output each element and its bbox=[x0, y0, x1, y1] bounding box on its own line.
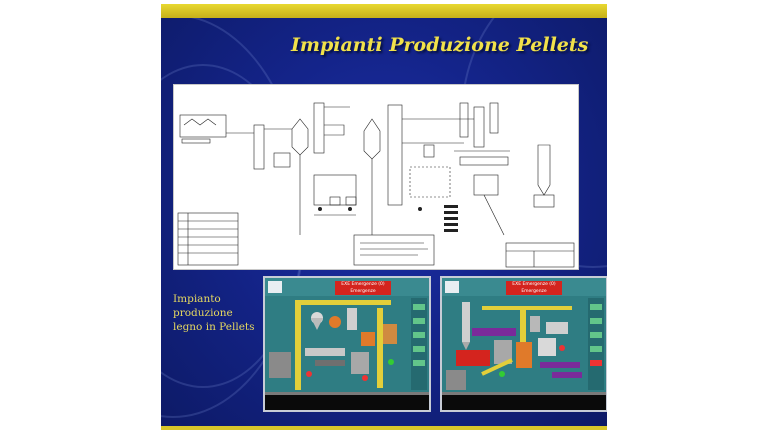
hmi-silo bbox=[462, 302, 470, 342]
hmi-cooler bbox=[538, 338, 556, 356]
hmi-nav-button bbox=[413, 304, 425, 310]
hmi-nav-button bbox=[590, 360, 602, 366]
alarm-banner-line: EXE Emergenze (0) bbox=[512, 282, 556, 287]
schematic-elevator bbox=[253, 124, 265, 170]
hmi-screenshot-right: EXE Emergenze (0) Emergenze bbox=[440, 276, 607, 412]
hmi-dryer bbox=[305, 348, 345, 356]
hmi-nav-button bbox=[413, 360, 425, 366]
hmi-mill bbox=[361, 332, 375, 346]
hmi-status-bar bbox=[442, 392, 606, 410]
hmi-tank bbox=[530, 316, 540, 332]
slide-bottom-bar bbox=[161, 426, 607, 430]
alarm-banner: EXE Emergenze (0) Emergenze bbox=[335, 281, 391, 295]
alarm-banner-line: EXE Emergenze (0) bbox=[341, 282, 385, 287]
hmi-logo bbox=[445, 281, 459, 293]
hmi-mill bbox=[516, 342, 532, 368]
hmi-truck bbox=[546, 322, 568, 334]
hmi-nav-button bbox=[413, 332, 425, 338]
hmi-purple-line bbox=[540, 362, 580, 368]
presentation-slide: Impianti Produzione Pellets bbox=[161, 4, 607, 430]
caption-line: legno in Pellets bbox=[173, 321, 255, 333]
slide-caption: Impianto produzione legno in Pellets bbox=[173, 292, 263, 334]
hmi-motor bbox=[329, 316, 341, 328]
hmi-nav-button bbox=[590, 332, 602, 338]
hmi-conveyor bbox=[520, 310, 526, 350]
hmi-right-process-graphic bbox=[442, 278, 606, 410]
hmi-press bbox=[383, 324, 397, 344]
schematic-notes-box bbox=[353, 234, 435, 266]
schematic-unit bbox=[179, 114, 227, 138]
hmi-screenshot-left: EXE Emergenze (0) Emergenze bbox=[263, 276, 431, 412]
caption-line: produzione bbox=[173, 307, 233, 319]
hmi-conveyor bbox=[295, 300, 301, 390]
schematic-legend bbox=[177, 212, 239, 266]
hmi-press bbox=[494, 340, 512, 364]
hmi-conveyor bbox=[301, 300, 391, 305]
hmi-bin bbox=[269, 352, 291, 378]
hmi-left-process-graphic bbox=[265, 278, 429, 410]
alarm-banner: EXE Emergenze (0) Emergenze bbox=[506, 281, 562, 295]
schematic-tag bbox=[181, 138, 211, 144]
hmi-nav-button bbox=[413, 318, 425, 324]
hmi-conveyor bbox=[377, 308, 383, 388]
alarm-banner-line: Emergenze bbox=[521, 289, 547, 294]
slide-top-bar bbox=[161, 4, 607, 18]
hmi-logo bbox=[268, 281, 282, 293]
hmi-tank bbox=[347, 308, 357, 330]
plant-schematic-diagram bbox=[173, 84, 579, 270]
hmi-alarm-block bbox=[456, 350, 490, 366]
hmi-bin bbox=[446, 370, 466, 390]
hmi-nav-button bbox=[590, 346, 602, 352]
hmi-purple-line bbox=[552, 372, 582, 378]
hmi-nav-button bbox=[590, 318, 602, 324]
hmi-nav-button bbox=[590, 304, 602, 310]
alarm-banner-line: Emergenze bbox=[350, 289, 376, 294]
hmi-side-panel bbox=[411, 298, 427, 390]
hmi-purple-line bbox=[472, 328, 516, 336]
schematic-title-block bbox=[505, 242, 575, 268]
schematic-cyclone bbox=[291, 118, 309, 156]
hmi-nav-button bbox=[413, 346, 425, 352]
schematic-dryer bbox=[313, 174, 357, 206]
hmi-status-bar bbox=[265, 392, 429, 410]
slide-title: Impianti Produzione Pellets bbox=[291, 34, 589, 56]
caption-line: Impianto bbox=[173, 293, 221, 305]
schematic-drawing bbox=[177, 102, 575, 268]
schematic-silo bbox=[537, 144, 551, 196]
hmi-conveyor bbox=[482, 306, 572, 310]
hmi-side-panel bbox=[588, 298, 604, 390]
schematic-bucket-elevator bbox=[387, 104, 403, 206]
